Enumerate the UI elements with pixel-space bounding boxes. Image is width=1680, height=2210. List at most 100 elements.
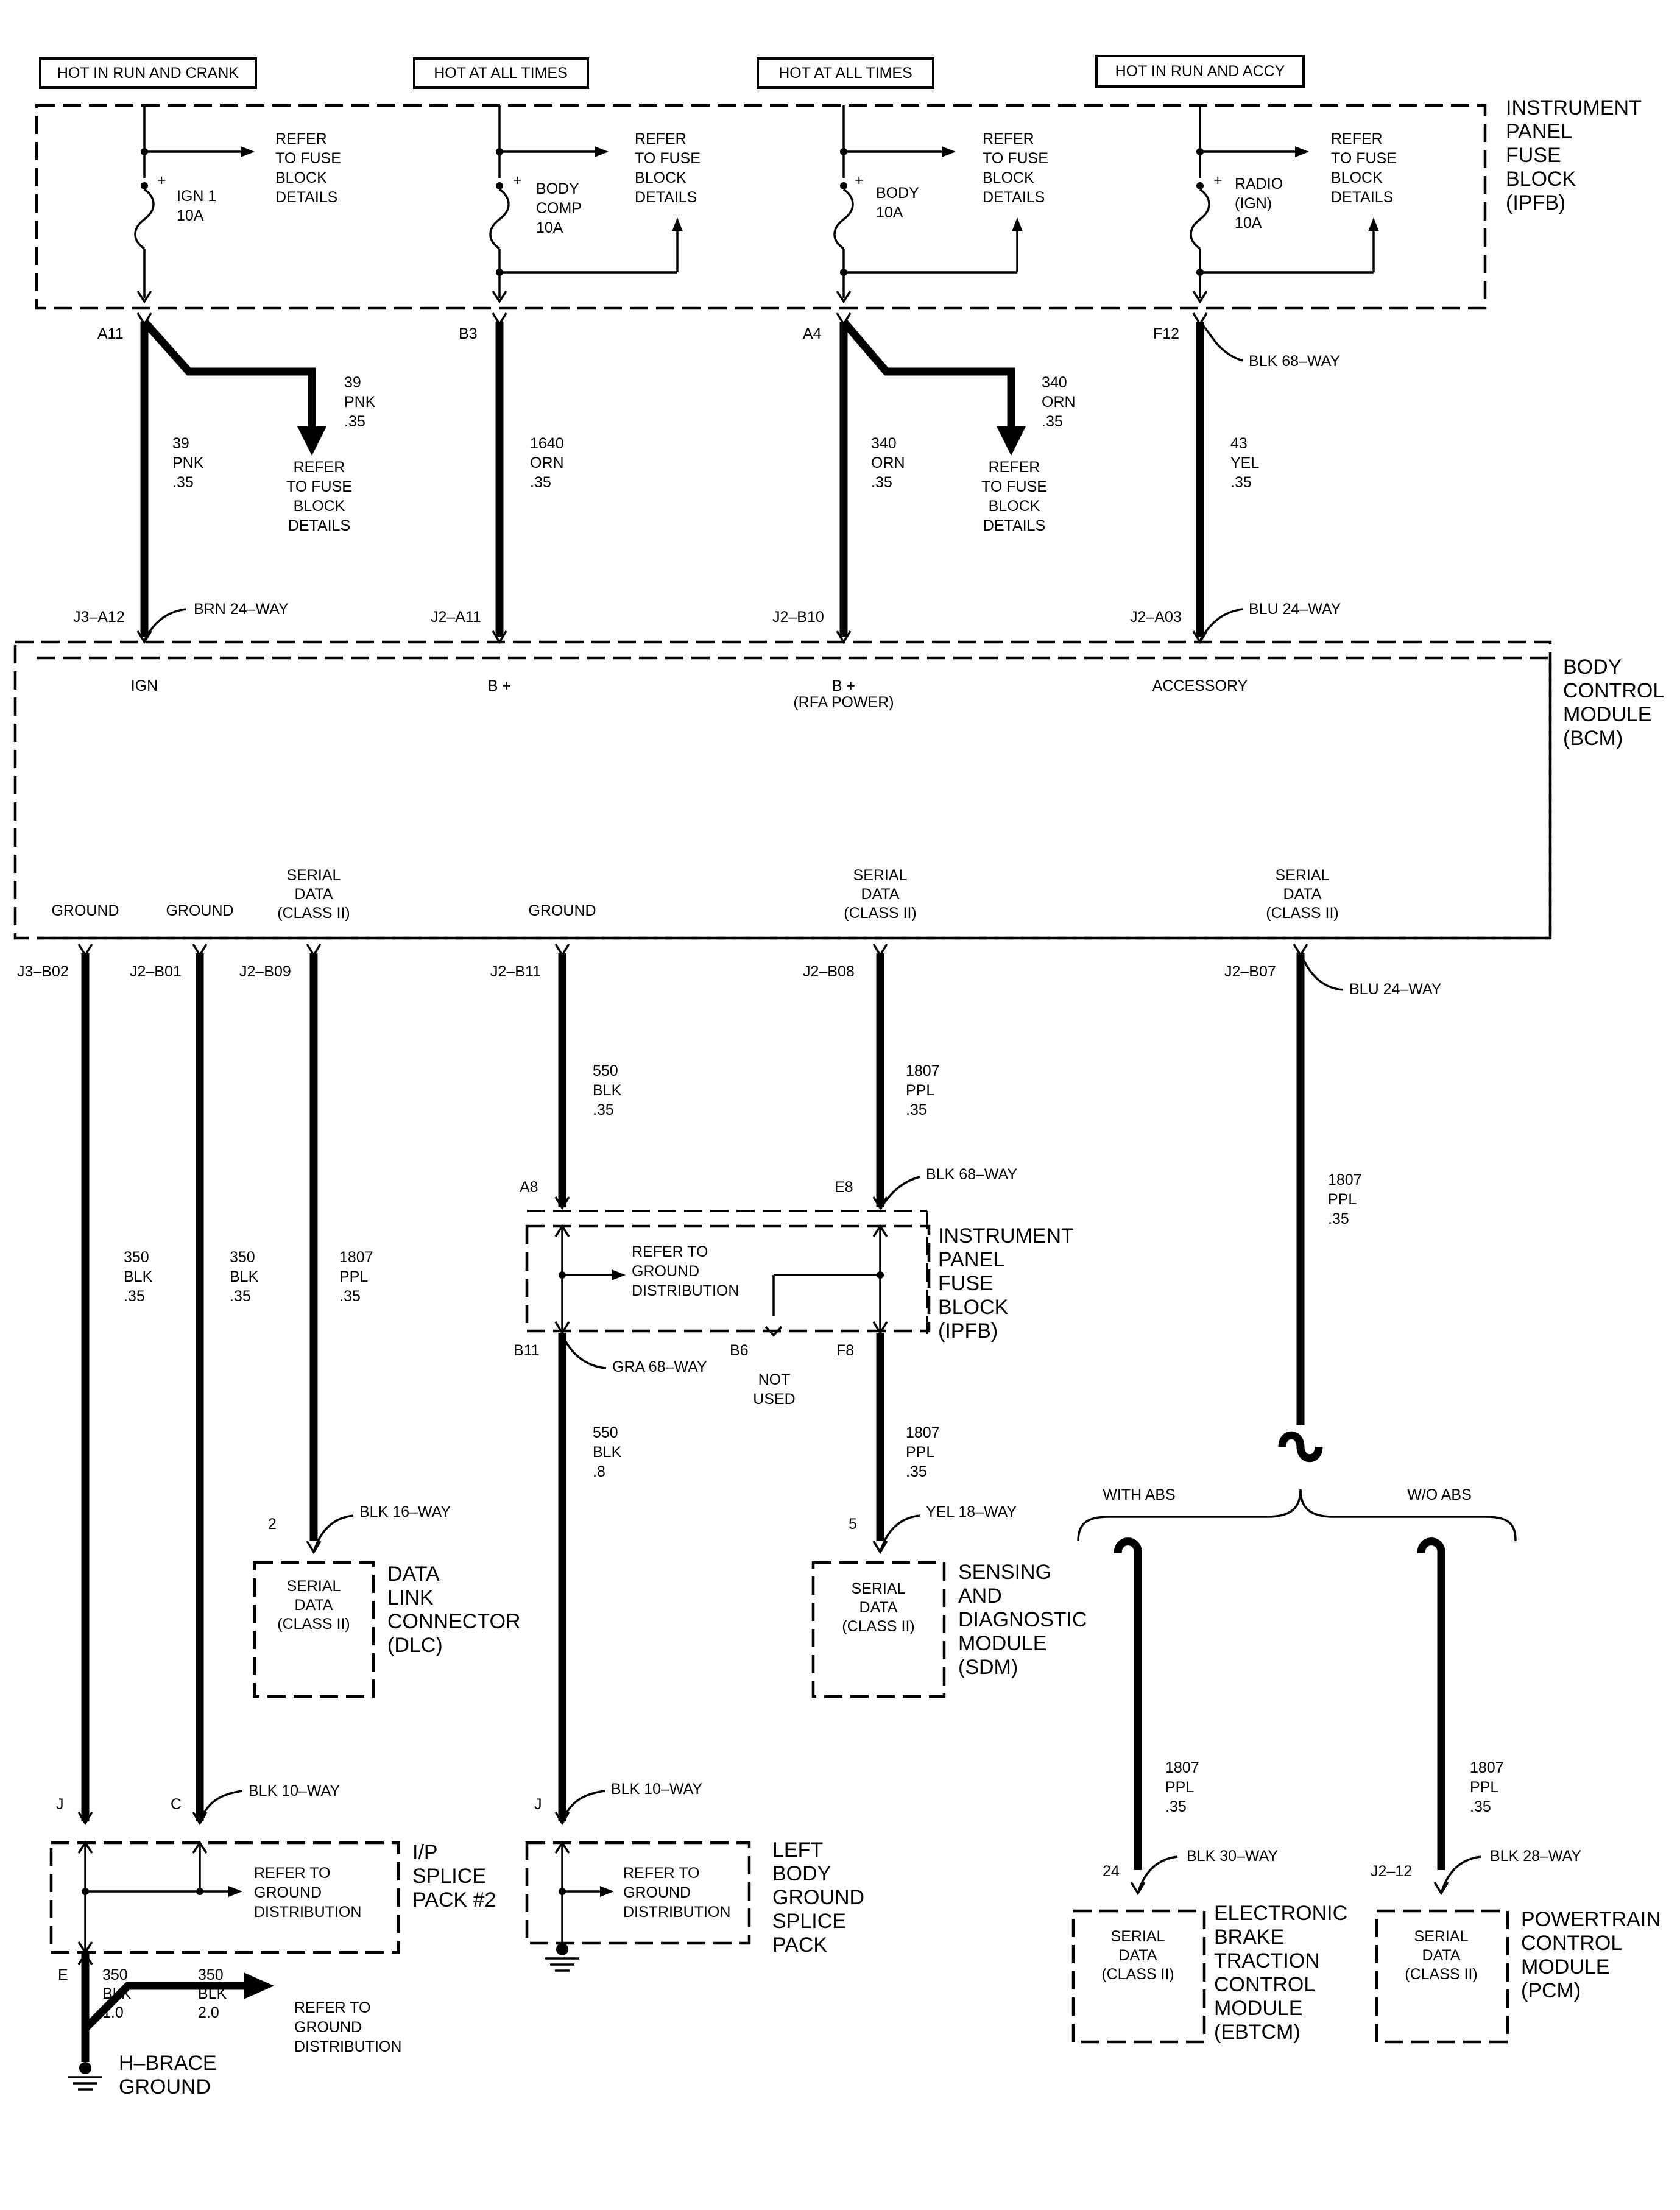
unused-pin-icon	[764, 1326, 783, 1337]
pin-arrow-icon	[554, 944, 570, 958]
connector-leader	[1199, 608, 1243, 641]
pin-arrow-icon	[77, 1952, 93, 1965]
lbg-name-line: SPLICE	[772, 1910, 846, 1933]
sdm-box	[811, 1561, 946, 1698]
connector-label: BLU 24–WAY	[1349, 981, 1442, 998]
wire-label: .35	[530, 474, 551, 491]
wire-label: BLK	[593, 1444, 622, 1461]
pin-label: B3	[459, 325, 478, 342]
abs-brace	[1077, 1489, 1517, 1542]
pcm-name-line: CONTROL	[1521, 1932, 1622, 1955]
wire-label: ORN	[530, 454, 564, 471]
fuse-plus: +	[855, 172, 864, 189]
label-box-run-accy	[1095, 55, 1305, 88]
ipfb-mid-name: INSTRUMENT PANEL FUSE BLOCK (IPFB)	[938, 1224, 1074, 1343]
connector-label: YEL 18–WAY	[926, 1503, 1017, 1520]
bcm-serial-label: (CLASS II)	[277, 905, 350, 922]
wire-label: 1807	[906, 1062, 940, 1079]
ipfb-mid-box	[525, 1224, 931, 1333]
refer-text: REFER TO	[623, 1865, 700, 1882]
arrow-icon	[600, 1886, 614, 1897]
connector-label: BLK 30–WAY	[1187, 1848, 1278, 1865]
pin-arrow-icon	[836, 312, 852, 327]
refer-text: GROUND	[632, 1263, 699, 1280]
pin-arrow-icon	[136, 291, 152, 304]
bcm-bplus-rfa-label: B +	[832, 677, 855, 694]
middle-wire-labels: 350 BLK .35 350 BLK .35 1807 PPL .35 550…	[124, 1062, 1362, 1480]
connector-leader	[143, 608, 186, 641]
h-brace-ground-label: GROUND	[119, 2075, 211, 2099]
refer-text: DETAILS	[983, 517, 1045, 534]
ipfb-name-line: (IPFB)	[938, 1319, 998, 1343]
pin-label: J3–B02	[17, 963, 69, 980]
bcm-ground-label: GROUND	[166, 902, 233, 919]
top-wire-labels: 39 PNK .35 39 PNK .35 REFER TO FUSE BLOC…	[172, 374, 1259, 534]
wire-label: .35	[1165, 1798, 1187, 1815]
pcm: J2–12 BLK 28–WAY SERIAL DATA (CLASS II) …	[1371, 1848, 1661, 2044]
fuse-label: 10A	[876, 204, 903, 221]
refer-text: DETAILS	[983, 189, 1045, 206]
bcm-input-pins: J3–A12 J2–A11 J2–B10 J2–A03 BRN 24–WAY B…	[73, 601, 1341, 644]
wire-label: PPL	[1328, 1191, 1357, 1208]
refer-text: DETAILS	[275, 189, 337, 206]
refer-text: DISTRIBUTION	[294, 2038, 401, 2055]
pin-label: A11	[97, 325, 124, 342]
dlc-inner-text: (CLASS II)	[277, 1615, 350, 1633]
connector-leader	[879, 1514, 920, 1553]
wire-label: PNK	[172, 454, 204, 471]
arrow-icon	[672, 217, 683, 231]
ebtcm-inner-text: SERIAL	[1111, 1928, 1165, 1945]
dlc: 2 BLK 16–WAY SERIAL DATA (CLASS II) DATA…	[253, 1503, 521, 1698]
wire-label: .35	[593, 1101, 614, 1118]
wire-label: 39	[172, 435, 189, 452]
arrow-icon	[241, 146, 255, 157]
dlc-name-line: LINK	[387, 1586, 434, 1609]
ipfb-name-line: PANEL	[1506, 120, 1572, 143]
pin-arrow-icon	[554, 1196, 570, 1210]
refer-text: TO FUSE	[275, 150, 341, 167]
pin-label: J2–12	[1371, 1863, 1412, 1880]
connector-label: BLK 10–WAY	[249, 1782, 340, 1799]
wire-label: PPL	[339, 1268, 368, 1285]
wire-label: 43	[1230, 435, 1248, 452]
label-all-times-1: HOT AT ALL TIMES	[434, 65, 568, 82]
arrow-icon	[612, 1269, 626, 1280]
fuse-plus: +	[513, 172, 522, 189]
ipfb-name-line: INSTRUMENT	[1506, 96, 1642, 119]
pin-arrow-icon	[77, 1812, 93, 1826]
pin-arrow-icon	[872, 1224, 888, 1237]
sdm-inner-text: DATA	[859, 1599, 898, 1616]
connector-label: BLK 10–WAY	[611, 1781, 702, 1798]
pcm-inner-text: DATA	[1422, 1947, 1461, 1964]
refer-text: REFER	[294, 459, 345, 476]
left-body-ground-splice-pack: J BLK 10–WAY REFER TO GROUND DISTRIBUTIO…	[525, 1781, 864, 1972]
connector-label: BLK 28–WAY	[1490, 1848, 1581, 1865]
arrow-icon	[297, 426, 326, 456]
junction-dot	[1196, 182, 1204, 189]
arrow-icon	[942, 146, 956, 157]
refer-text: TO FUSE	[1331, 150, 1397, 167]
pcm-box	[1375, 1909, 1509, 2044]
pin-label: J2–B11	[490, 963, 541, 980]
ebtcm-name-line: CONTROL	[1214, 1973, 1315, 1996]
connector-leader	[1440, 1855, 1481, 1894]
wire-label: .35	[871, 474, 892, 491]
wire-label: .35	[344, 413, 365, 430]
wire-label: YEL	[1230, 454, 1259, 471]
bcm-serial-label: (CLASS II)	[844, 905, 916, 922]
label-box-run-crank	[39, 57, 257, 89]
wire-39-pnk-branch	[141, 319, 316, 432]
bcm-name-line: (BCM)	[1563, 727, 1623, 750]
fuse-label: IGN 1	[177, 188, 216, 205]
bcm-ground-label: GROUND	[528, 902, 596, 919]
wire-label: 1640	[530, 435, 564, 452]
pin-label: E	[58, 1966, 68, 1983]
bcm-bplus-rfa-label: (RFA POWER)	[793, 694, 894, 711]
fuse-symbol-icon	[134, 188, 155, 250]
abs-branch: WITH ABS W/O ABS 1807 PPL .35 1807 PPL .…	[1077, 1431, 1517, 1870]
refer-text: TO FUSE	[286, 478, 352, 495]
wire-label: BLK	[124, 1268, 153, 1285]
refer-text: BLOCK	[983, 169, 1034, 186]
wire-label: .35	[124, 1288, 145, 1305]
bcm-serial-label: DATA	[861, 886, 900, 903]
